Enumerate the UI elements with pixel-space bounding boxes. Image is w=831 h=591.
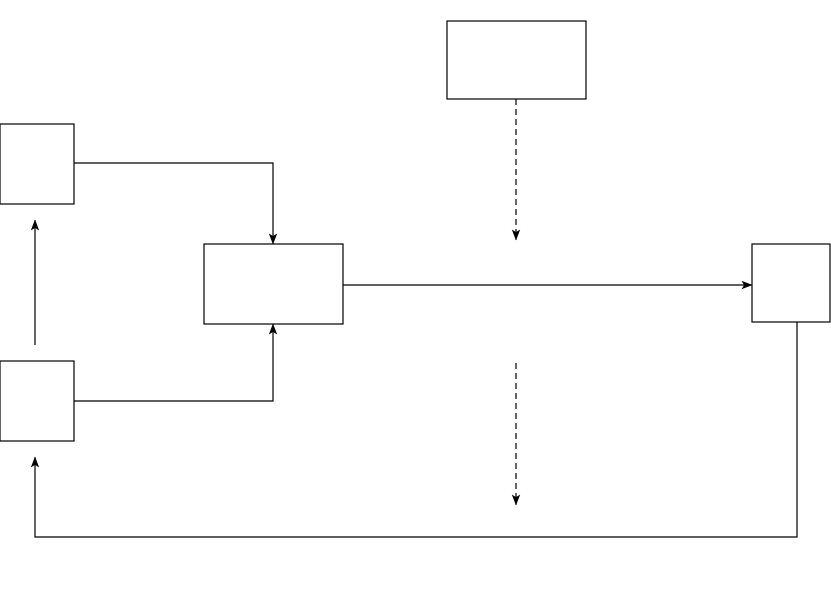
upper-left-box-rect bbox=[0, 123, 75, 205]
upper-left-to-center-connector bbox=[74, 162, 278, 245]
right-to-lower-left-feedback-connector bbox=[30, 322, 798, 538]
lower-left-box-rect bbox=[0, 360, 75, 442]
right-box bbox=[751, 243, 831, 323]
top-box-rect bbox=[446, 20, 587, 100]
box-layer bbox=[0, 20, 831, 442]
upper-left-box bbox=[0, 123, 75, 205]
center-box bbox=[203, 243, 344, 325]
right-box-rect bbox=[751, 243, 831, 323]
lower-left-to-center-connector bbox=[74, 323, 278, 402]
connector-layer bbox=[30, 99, 798, 538]
top-box bbox=[446, 20, 587, 100]
lower-left-box bbox=[0, 360, 75, 442]
center-box-rect bbox=[203, 243, 344, 325]
